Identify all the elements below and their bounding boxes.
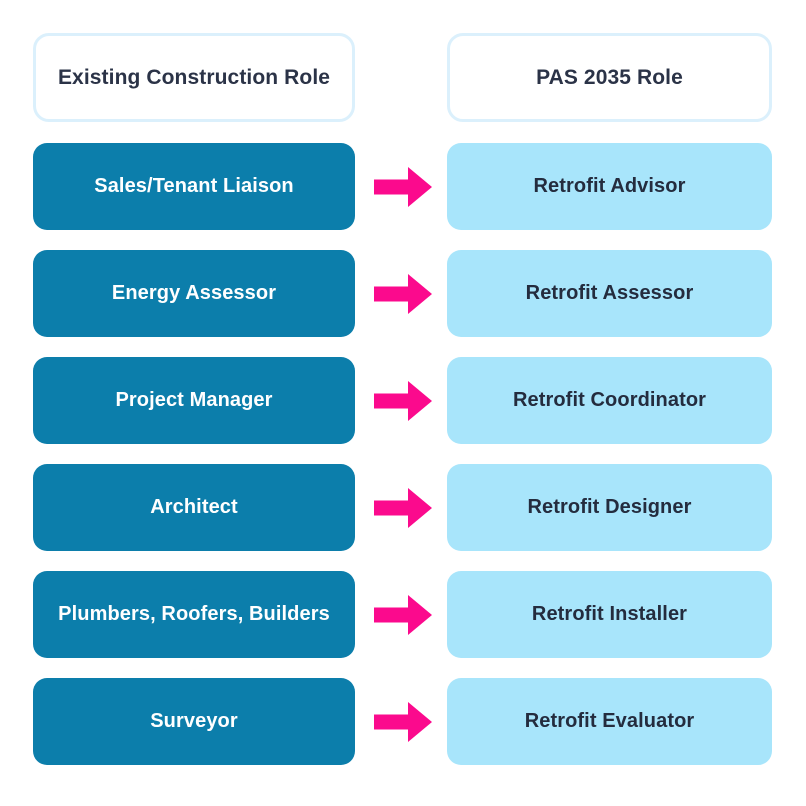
existing-role-box: Architect [33, 464, 355, 551]
existing-role-box: Sales/Tenant Liaison [33, 143, 355, 230]
pas2035-role-label: Retrofit Designer [527, 496, 692, 518]
existing-role-box: Surveyor [33, 678, 355, 765]
column-header-existing-role-label: Existing Construction Role [57, 65, 331, 89]
arrow-right-icon [374, 381, 432, 421]
existing-role-label: Architect [150, 496, 238, 518]
existing-role-label: Project Manager [115, 389, 273, 411]
pas2035-role-label: Retrofit Advisor [533, 175, 686, 197]
pas2035-role-label: Retrofit Installer [531, 603, 688, 625]
arrow-right-icon [374, 274, 432, 314]
column-header-existing-role: Existing Construction Role [33, 33, 355, 122]
existing-role-label: Plumbers, Roofers, Builders [58, 603, 330, 625]
pas2035-role-box: Retrofit Assessor [447, 250, 772, 337]
pas2035-role-label: Retrofit Evaluator [524, 710, 695, 732]
pas2035-role-box: Retrofit Installer [447, 571, 772, 658]
arrow-right-icon [374, 167, 432, 207]
existing-role-label: Surveyor [150, 710, 238, 732]
existing-role-box: Energy Assessor [33, 250, 355, 337]
existing-role-label: Energy Assessor [111, 282, 277, 304]
pas2035-role-box: Retrofit Coordinator [447, 357, 772, 444]
column-header-pas2035-role-label: PAS 2035 Role [536, 65, 683, 89]
arrow-right-icon [374, 488, 432, 528]
existing-role-box: Project Manager [33, 357, 355, 444]
pas2035-role-box: Retrofit Designer [447, 464, 772, 551]
arrow-right-icon [374, 702, 432, 742]
pas2035-role-label: Retrofit Coordinator [512, 389, 707, 411]
existing-role-label: Sales/Tenant Liaison [94, 175, 294, 197]
pas2035-role-box: Retrofit Evaluator [447, 678, 772, 765]
pas2035-role-label: Retrofit Assessor [525, 282, 694, 304]
existing-role-box: Plumbers, Roofers, Builders [33, 571, 355, 658]
pas2035-role-box: Retrofit Advisor [447, 143, 772, 230]
column-header-pas2035-role: PAS 2035 Role [447, 33, 772, 122]
arrow-right-icon [374, 595, 432, 635]
